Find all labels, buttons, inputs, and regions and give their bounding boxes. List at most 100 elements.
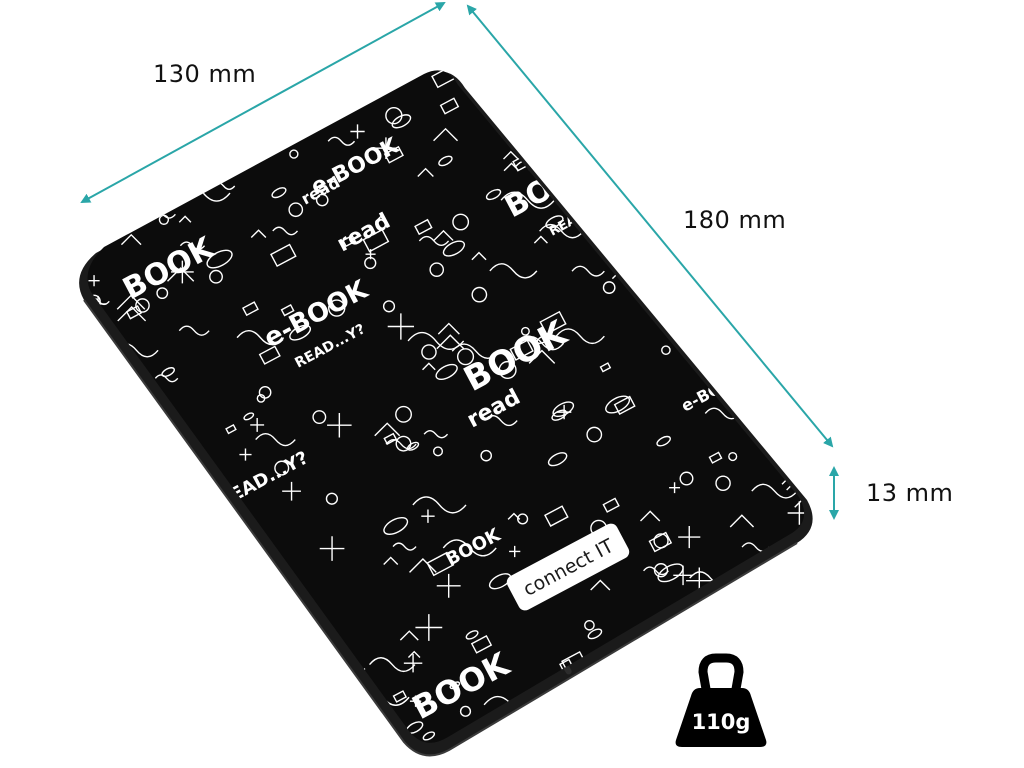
doodle-mark bbox=[97, 217, 109, 226]
doodle-mark bbox=[312, 686, 329, 701]
doodle-mark bbox=[395, 405, 412, 423]
doodle-mark bbox=[738, 577, 749, 588]
doodle-mark bbox=[225, 423, 237, 435]
doodle-mark bbox=[439, 97, 460, 115]
doodle-mark bbox=[407, 650, 421, 658]
doodle-mark bbox=[89, 77, 115, 91]
doodle-mark bbox=[128, 587, 141, 599]
doodle-mark bbox=[560, 170, 588, 180]
doodle-mark bbox=[289, 324, 312, 341]
doodle-mark bbox=[191, 649, 210, 660]
doodle-mark bbox=[727, 297, 743, 312]
doodle-mark bbox=[333, 71, 360, 95]
doodle-mark bbox=[544, 505, 569, 527]
doodle-mark bbox=[503, 150, 519, 160]
doodle-mark bbox=[140, 604, 164, 617]
doodle-mark bbox=[178, 215, 192, 223]
doodle-mark bbox=[590, 579, 611, 591]
doodle-mark bbox=[399, 630, 419, 641]
doodle-mark bbox=[350, 124, 365, 139]
doodle-mark bbox=[587, 628, 603, 640]
doodle-mark bbox=[341, 708, 366, 722]
doodle-mark bbox=[195, 94, 222, 114]
doodle-mark bbox=[417, 167, 434, 177]
doodle-mark bbox=[661, 345, 671, 356]
doodle-mark bbox=[776, 280, 797, 292]
doodle-mark bbox=[653, 159, 661, 167]
doodle-mark bbox=[703, 614, 712, 623]
doodle-mark bbox=[653, 563, 669, 578]
doodle-mark bbox=[789, 122, 805, 131]
doodle-mark bbox=[382, 300, 396, 313]
doodle-mark bbox=[414, 218, 433, 236]
doodle-mark bbox=[435, 363, 458, 381]
doodle-mark bbox=[485, 188, 502, 201]
height-dimension-label: 180 mm bbox=[683, 206, 787, 234]
doodle-mark bbox=[787, 187, 796, 195]
doodle-mark bbox=[526, 132, 538, 143]
doodle-mark bbox=[422, 731, 436, 741]
doodle-mark bbox=[258, 345, 281, 365]
doodle-mark bbox=[470, 634, 493, 654]
doodle-mark bbox=[256, 579, 265, 587]
doodle-mark bbox=[500, 191, 555, 209]
doodle-mark bbox=[165, 194, 178, 206]
doodle-mark bbox=[97, 167, 144, 183]
doodle-mark bbox=[622, 183, 645, 192]
doodle-mark bbox=[154, 374, 179, 383]
doodle-mark bbox=[403, 653, 423, 673]
doodle-mark bbox=[442, 539, 497, 557]
doodle-mark bbox=[87, 395, 91, 402]
doodle-mark bbox=[517, 513, 529, 525]
doodle-mark bbox=[436, 573, 461, 598]
doodle-mark bbox=[253, 663, 269, 672]
doodle-mark bbox=[204, 586, 251, 602]
weight-icon: 110g bbox=[675, 653, 767, 747]
doodle-mark bbox=[383, 432, 398, 445]
doodle-mark bbox=[255, 432, 296, 447]
doodle-mark bbox=[612, 135, 662, 152]
doodle-mark bbox=[789, 569, 805, 586]
doodle-mark bbox=[437, 322, 460, 335]
doodle-mark bbox=[643, 566, 669, 576]
doodle-mark bbox=[206, 642, 226, 662]
doodle-mark bbox=[313, 81, 330, 97]
doodle-mark bbox=[274, 460, 290, 476]
doodle-mark bbox=[792, 733, 805, 743]
doodle-mark bbox=[593, 118, 611, 136]
doodle-mark bbox=[712, 338, 738, 353]
doodle-mark bbox=[653, 533, 669, 549]
doodle-mark bbox=[423, 429, 449, 439]
doodle-mark bbox=[245, 702, 264, 713]
doodle-mark bbox=[567, 70, 590, 83]
doodle-mark bbox=[374, 422, 401, 437]
doodle-mark bbox=[412, 496, 467, 514]
doodle-mark bbox=[565, 70, 583, 73]
doodle-mark bbox=[685, 181, 705, 192]
doodle-mark bbox=[243, 412, 255, 421]
doodle-mark bbox=[362, 228, 390, 253]
doodle-mark bbox=[383, 145, 404, 164]
doodle-mark bbox=[368, 657, 416, 673]
doodle-mark bbox=[488, 573, 512, 590]
doodle-mark bbox=[319, 536, 345, 561]
doodle-mark bbox=[658, 308, 678, 327]
doodle-mark bbox=[209, 269, 223, 284]
doodle-mark bbox=[669, 482, 681, 494]
weight-value: 110g bbox=[692, 710, 751, 734]
doodle-mark bbox=[542, 701, 557, 716]
doodle-mark bbox=[269, 714, 281, 727]
doodle-mark bbox=[640, 510, 661, 522]
doodle-mark bbox=[771, 287, 805, 301]
doodle-mark bbox=[158, 214, 170, 225]
doodle-mark bbox=[533, 235, 548, 244]
doodle-mark bbox=[433, 229, 454, 241]
doodle-mark bbox=[778, 607, 793, 619]
doodle-mark bbox=[691, 82, 710, 100]
doodle-mark bbox=[716, 616, 742, 631]
doodle-mark bbox=[794, 311, 805, 329]
doodle-mark bbox=[754, 338, 791, 351]
doodle-mark bbox=[271, 187, 287, 199]
width-dimension-label: 130 mm bbox=[153, 60, 257, 88]
doodle-mark bbox=[667, 149, 687, 161]
